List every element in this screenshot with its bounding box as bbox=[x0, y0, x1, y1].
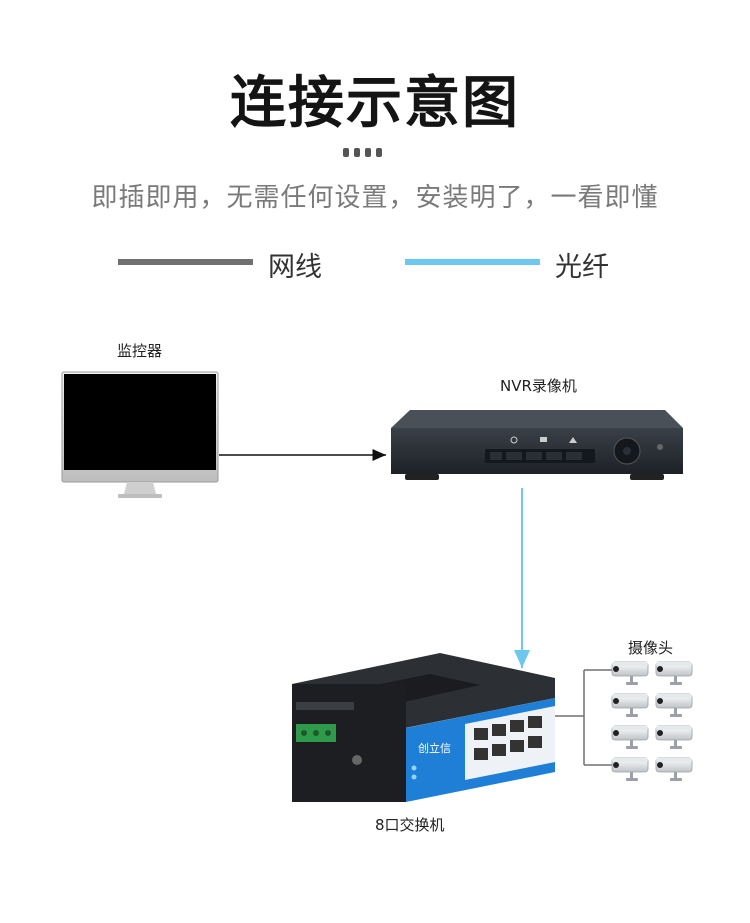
cameras-label: 摄像头 bbox=[628, 639, 674, 657]
title-divider-dots bbox=[343, 148, 382, 157]
switch-label: 8口交换机 bbox=[375, 816, 445, 834]
legend-line-fiber bbox=[405, 259, 540, 265]
monitor-icon bbox=[61, 371, 219, 498]
switch-brand: 创立信 bbox=[418, 741, 451, 755]
camera-grid bbox=[611, 661, 693, 781]
security-camera-icon bbox=[611, 693, 649, 717]
security-camera-icon bbox=[611, 757, 649, 781]
legend-label-cable: 网线 bbox=[268, 252, 322, 283]
security-camera-icon bbox=[655, 757, 693, 781]
legend-label-fiber: 光纤 bbox=[555, 252, 609, 283]
security-camera-icon bbox=[655, 693, 693, 717]
security-camera-icon bbox=[655, 661, 693, 685]
nvr-label: NVR录像机 bbox=[500, 377, 577, 395]
security-camera-icon bbox=[611, 661, 649, 685]
security-camera-icon bbox=[611, 725, 649, 749]
network-switch-icon: 创立信 bbox=[292, 653, 555, 802]
page-title: 连接示意图 bbox=[230, 71, 520, 136]
security-camera-icon bbox=[655, 725, 693, 749]
nvr-recorder-icon bbox=[391, 410, 683, 480]
switch-to-cameras-link bbox=[555, 669, 612, 766]
monitor-label: 监控器 bbox=[117, 342, 163, 360]
page-subtitle: 即插即用，无需任何设置，安装明了，一看即懂 bbox=[91, 183, 659, 213]
legend-line-cable bbox=[118, 259, 253, 265]
